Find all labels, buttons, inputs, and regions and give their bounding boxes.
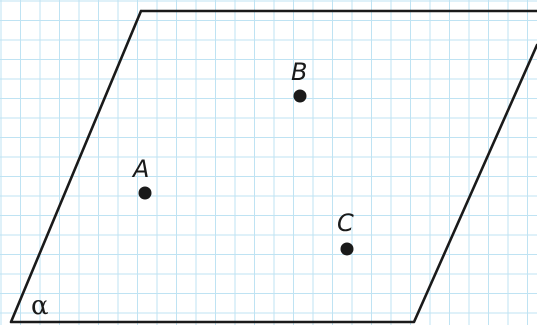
point-a-dot	[138, 186, 152, 200]
point-c-label: C	[337, 209, 354, 237]
point-c: C	[337, 209, 354, 256]
point-b: B	[291, 58, 307, 103]
point-b-label: B	[291, 58, 307, 86]
plane-alpha-outline	[9, 9, 537, 324]
plane-label: α	[31, 291, 49, 321]
point-b-dot	[293, 89, 307, 103]
point-c-dot	[340, 242, 354, 256]
point-a: A	[131, 155, 152, 200]
point-a-label: A	[131, 155, 149, 183]
